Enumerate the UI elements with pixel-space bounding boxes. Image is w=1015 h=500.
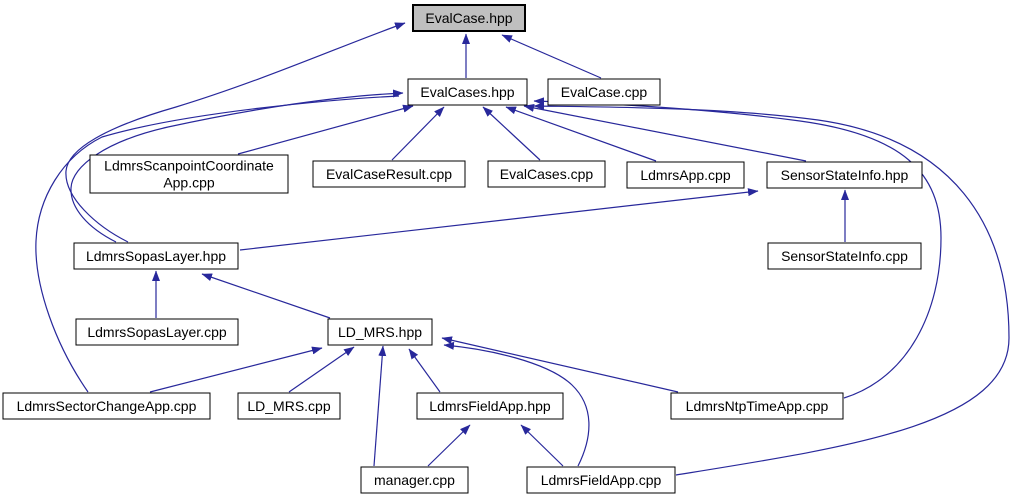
node-box-highlighted[interactable] <box>412 4 526 32</box>
node-evalcases_hpp[interactable]: EvalCases.hpp <box>407 78 528 106</box>
edge-sensorstate_hpp-to-evalcases_hpp <box>523 103 807 162</box>
edge-scanpointapp_cpp-to-evalcases_hpp <box>237 104 414 155</box>
edge-sopaslayer_hpp-to-evalcases_hpp <box>70 89 404 243</box>
node-box[interactable] <box>670 392 844 420</box>
node-box[interactable] <box>237 392 341 420</box>
node-box[interactable] <box>2 392 211 420</box>
node-label: SensorStateInfo.cpp <box>781 248 908 264</box>
node-label: LdmrsApp.cpp <box>640 167 730 183</box>
node-label: EvalCaseResult.cpp <box>326 166 452 182</box>
node-box[interactable] <box>767 242 922 270</box>
node-box[interactable] <box>547 78 661 106</box>
edge-sectorchange_cpp-to-ldmrs_hpp <box>149 346 323 393</box>
edge-evalcase_cpp-to-evalcase_hpp <box>501 34 602 79</box>
node-sectorchange_cpp[interactable]: LdmrsSectorChangeApp.cpp <box>2 392 211 420</box>
node-label: App.cpp <box>163 175 215 191</box>
node-sopaslayer_hpp[interactable]: LdmrsSopasLayer.hpp <box>73 242 239 270</box>
edge-ldmrs_hpp-to-sopaslayer_hpp <box>201 273 331 319</box>
node-evalcase_cpp[interactable]: EvalCase.cpp <box>547 78 661 106</box>
edge-evalcases_cpp-to-evalcases_hpp <box>482 106 541 161</box>
edge-evalcaseresult_cpp-to-evalcases_hpp <box>391 106 445 161</box>
node-box[interactable] <box>626 161 745 189</box>
edge-ldmrs_cpp-to-ldmrs_hpp <box>288 346 355 393</box>
node-label: LdmrsSopasLayer.hpp <box>86 248 226 264</box>
node-label: LdmrsFieldApp.cpp <box>541 472 662 488</box>
edge-fieldapp_hpp-to-ldmrs_hpp <box>408 348 441 393</box>
node-label: LdmrsScanpointCoordinate <box>104 158 274 174</box>
node-manager_cpp[interactable]: manager.cpp <box>360 466 469 494</box>
edge-ntptimeapp_cpp-to-ldmrs_hpp <box>441 336 679 393</box>
node-box[interactable] <box>407 78 528 106</box>
node-label: LdmrsNtpTimeApp.cpp <box>686 398 829 414</box>
node-fieldapp_cpp[interactable]: LdmrsFieldApp.cpp <box>526 466 676 494</box>
node-ldmrs_cpp[interactable]: LD_MRS.cpp <box>237 392 341 420</box>
node-ldmrs_hpp[interactable]: LD_MRS.hpp <box>327 318 433 346</box>
edges-layer <box>35 22 1010 476</box>
node-box[interactable] <box>766 161 923 189</box>
node-box[interactable] <box>75 318 239 346</box>
edge-manager_cpp-to-fieldapp_hpp <box>427 424 471 467</box>
node-label: EvalCases.hpp <box>420 84 514 100</box>
node-label: manager.cpp <box>374 472 455 488</box>
node-label: LD_MRS.hpp <box>338 324 422 340</box>
node-box[interactable] <box>416 392 564 420</box>
edge-ntptimeapp_cpp-to-evalcases_hpp <box>533 97 942 399</box>
node-label: EvalCase.hpp <box>425 10 512 26</box>
node-box[interactable] <box>526 466 676 494</box>
node-label: LD_MRS.cpp <box>247 398 330 414</box>
edge-fieldapp_cpp-to-evalcases_hpp <box>533 102 1010 476</box>
node-label: LdmrsSectorChangeApp.cpp <box>17 398 197 414</box>
edge-fieldapp_cpp-to-ldmrs_hpp <box>443 341 590 467</box>
edge-fieldapp_cpp-to-fieldapp_hpp <box>520 424 564 467</box>
node-sopaslayer_cpp[interactable]: LdmrsSopasLayer.cpp <box>75 318 239 346</box>
node-ntptimeapp_cpp[interactable]: LdmrsNtpTimeApp.cpp <box>670 392 844 420</box>
node-box[interactable] <box>73 242 239 270</box>
edge-manager_cpp-to-ldmrs_hpp <box>373 345 387 467</box>
node-label: EvalCase.cpp <box>561 84 648 100</box>
node-label: LdmrsSopasLayer.cpp <box>87 324 227 340</box>
node-evalcases_cpp[interactable]: EvalCases.cpp <box>487 160 606 188</box>
node-sensorstate_cpp[interactable]: SensorStateInfo.cpp <box>767 242 922 270</box>
edge-ldmrsapp_cpp-to-evalcases_hpp <box>505 106 657 162</box>
node-ldmrsapp_cpp[interactable]: LdmrsApp.cpp <box>626 161 745 189</box>
node-box[interactable] <box>89 154 289 194</box>
edge-sopaslayer_hpp-to-sensorstate_hpp <box>239 188 759 251</box>
node-evalcase_hpp[interactable]: EvalCase.hpp <box>412 4 526 32</box>
node-label: EvalCases.cpp <box>500 166 594 182</box>
node-box[interactable] <box>360 466 469 494</box>
node-box[interactable] <box>327 318 433 346</box>
node-label: SensorStateInfo.hpp <box>781 167 909 183</box>
node-sensorstate_hpp[interactable]: SensorStateInfo.hpp <box>766 161 923 189</box>
node-evalcaseresult_cpp[interactable]: EvalCaseResult.cpp <box>312 160 466 188</box>
edge-sectorchange_cpp-to-evalcases_hpp <box>35 95 400 393</box>
node-box[interactable] <box>487 160 606 188</box>
edge-sopaslayer_hpp-to-evalcase_hpp <box>65 22 406 243</box>
node-label: LdmrsFieldApp.hpp <box>429 398 551 414</box>
node-box[interactable] <box>312 160 466 188</box>
node-fieldapp_hpp[interactable]: LdmrsFieldApp.hpp <box>416 392 564 420</box>
